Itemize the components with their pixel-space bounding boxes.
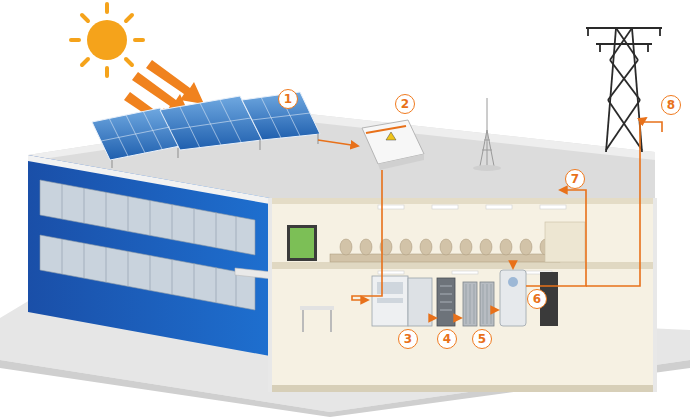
callout-circle: 7 [565,169,585,189]
inverter [362,120,424,170]
callout-number: 5 [478,333,486,345]
callout-circle: 5 [472,329,492,349]
callout-number: 8 [667,99,675,111]
callout-number: 2 [401,98,409,110]
callout-circle: 6 [527,289,547,309]
callout-circle: 2 [395,94,415,114]
callout-circle: 1 [278,89,298,109]
callout-number: 4 [443,333,451,345]
callout-circle: 4 [437,329,457,349]
power-pylon [586,28,662,152]
callout-circle: 3 [398,329,418,349]
switch-cabinets [372,276,432,326]
solar-panels [92,92,320,168]
callout-number: 7 [571,173,579,185]
antenna-mast [480,98,494,166]
callout-circle: 8 [661,95,681,115]
sun [71,4,143,76]
callout-number: 6 [533,293,541,305]
power-flow-wires [318,118,662,318]
callout-number: 3 [404,333,412,345]
callout-number: 1 [284,93,292,105]
